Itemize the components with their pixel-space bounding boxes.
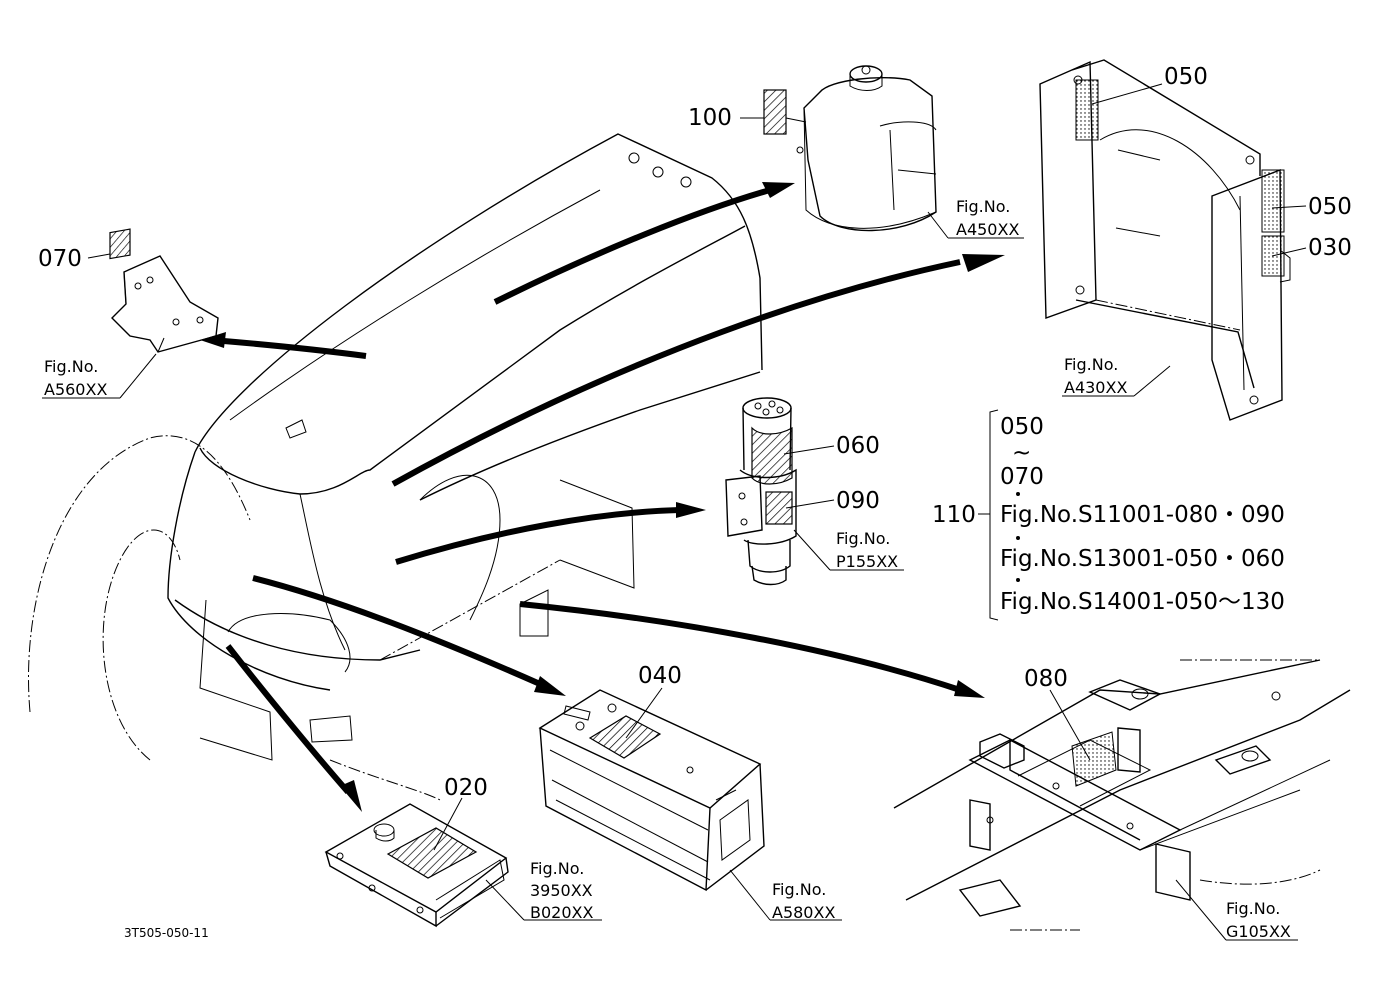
figref-b020-code2: B020XX — [530, 903, 593, 922]
decal-100 — [763, 89, 787, 135]
bracket-line-s14001: Fig.No.S14001-050～130 — [1000, 589, 1285, 615]
bracket-line-050: 050 — [1000, 414, 1044, 440]
figref-a560-prefix: Fig.No. — [44, 357, 98, 376]
callout-060: 060 — [836, 433, 880, 459]
decal-060 — [751, 426, 793, 485]
callout-040: 040 — [638, 663, 682, 689]
callout-080: 080 — [1024, 666, 1068, 692]
battery — [538, 689, 765, 892]
decal-070 — [109, 228, 131, 260]
figref-b020-prefix: Fig.No. — [530, 859, 584, 878]
bracket-brace — [989, 409, 999, 621]
figref-a560-code: A560XX — [44, 380, 107, 399]
figref-a580-code: A580XX — [772, 903, 835, 922]
figref-a580-prefix: Fig.No. — [772, 880, 826, 899]
controller-unit — [324, 803, 509, 928]
figref-g105-prefix: Fig.No. — [1226, 899, 1280, 918]
chassis-frame — [893, 659, 1351, 931]
figref-b020-code1: 3950XX — [530, 881, 593, 900]
front-wheel — [28, 435, 251, 761]
bracket-tilde: ~ — [1012, 440, 1031, 466]
decal-050-side — [1261, 169, 1285, 233]
callout-030: 030 — [1308, 235, 1352, 261]
coolant-reservoir-tank — [796, 65, 937, 232]
decal-080 — [1071, 731, 1117, 787]
figref-a430-prefix: Fig.No. — [1064, 355, 1118, 374]
decal-040 — [588, 715, 662, 759]
callout-100: 100 — [688, 105, 732, 131]
drawing-code: 3T505-050-11 — [124, 926, 209, 940]
decal-020 — [386, 827, 478, 879]
bracket-line-070: 070 — [1000, 464, 1044, 490]
callout-110: 110 — [932, 502, 976, 528]
bracket-line-s13001: Fig.No.S13001-050・060 — [1000, 546, 1285, 572]
bracket-line-s11001: Fig.No.S11001-080・090 — [1000, 502, 1285, 528]
figref-g105-code: G105XX — [1226, 922, 1291, 941]
figref-a450-code: A450XX — [956, 220, 1019, 239]
mounting-bracket — [111, 255, 219, 353]
tractor-hood — [167, 133, 763, 801]
callout-070: 070 — [38, 246, 82, 272]
figref-a450-prefix: Fig.No. — [956, 197, 1010, 216]
decal-050-upper — [1075, 79, 1099, 141]
callout-090: 090 — [836, 488, 880, 514]
figref-p155-prefix: Fig.No. — [836, 529, 890, 548]
figref-p155-code: P155XX — [836, 552, 898, 571]
trailer-socket — [725, 397, 797, 586]
callout-050-side: 050 — [1308, 194, 1352, 220]
callout-050-upper: 050 — [1164, 64, 1208, 90]
callout-020: 020 — [444, 775, 488, 801]
pointer-arrows — [200, 182, 1005, 812]
figref-a430-code: A430XX — [1064, 378, 1127, 397]
